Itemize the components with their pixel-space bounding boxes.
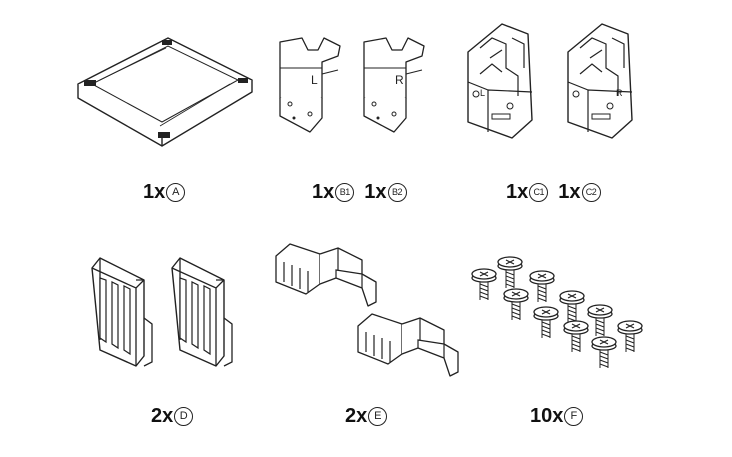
- part-c2-qty: 1x: [558, 180, 581, 203]
- part-f-code-icon: F: [564, 406, 584, 426]
- part-e-qty: 2x: [345, 404, 368, 427]
- part-c-mark-right: R: [616, 88, 623, 98]
- part-e-drawing: [275, 243, 459, 377]
- part-e-code-icon: E: [368, 406, 388, 426]
- part-c2-code-icon: C2: [581, 182, 601, 202]
- part-b-mark-left: L: [311, 73, 318, 87]
- part-f-drawing: [472, 257, 642, 368]
- part-c1-code-icon: C1: [529, 182, 549, 202]
- part-c-mark-left: L: [480, 88, 485, 98]
- part-b1-code-icon: B1: [335, 182, 355, 202]
- part-b2-code-icon: B2: [387, 182, 407, 202]
- part-b-drawing: L R: [279, 37, 425, 133]
- part-d-drawing: [91, 257, 233, 367]
- part-f-qty: 10x: [530, 404, 564, 427]
- part-c-drawing: L R: [467, 23, 633, 139]
- part-c1-qty: 1x: [506, 180, 529, 203]
- part-d-code-icon: D: [174, 406, 194, 426]
- part-d-qty: 2x: [151, 404, 174, 427]
- part-a-code-icon: A: [166, 182, 186, 202]
- part-a-drawing: [77, 37, 253, 147]
- part-a-qty: 1x: [143, 180, 166, 203]
- part-b2-qty: 1x: [364, 180, 387, 203]
- part-b1-qty: 1x: [312, 180, 335, 203]
- part-b-mark-right: R: [395, 73, 404, 87]
